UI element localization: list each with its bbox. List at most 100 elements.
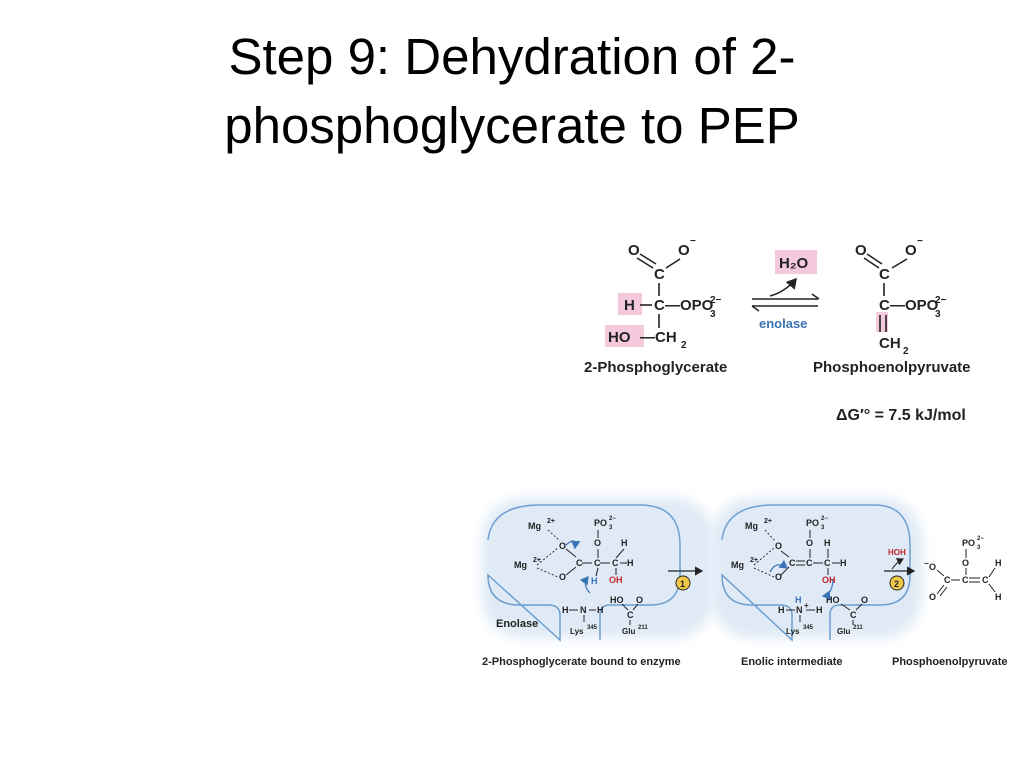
p2-lys: Lys: [786, 627, 800, 636]
p1-coordination: [536, 529, 561, 578]
p1-po3-sub: 3: [609, 525, 613, 531]
p2-o-lower: O: [775, 572, 782, 582]
water-highlight: [775, 250, 817, 274]
slide-title-line-1: Step 9: Dehydration of 2-: [228, 28, 796, 85]
product-minus: −: [917, 236, 923, 247]
reactant-opo3-sub: 3: [710, 309, 716, 320]
reactant-atom-ho: HO: [608, 329, 631, 346]
p1-glu: Glu: [622, 627, 635, 636]
enzyme-pocket-1: [487, 504, 681, 642]
water-label: H₂O: [779, 255, 808, 272]
product-opo3-sub: 3: [935, 309, 941, 320]
p2-mg-top: Mg: [745, 521, 758, 531]
p2-po3-sup: 2−: [821, 516, 828, 522]
reactant-minus: −: [690, 236, 696, 247]
p1-o-upper: O: [559, 541, 566, 551]
product-name: Phosphoenolpyruvate: [813, 359, 971, 376]
p3-o-bridge: O: [962, 558, 969, 568]
p1-lys-num: 345: [587, 625, 598, 631]
p3-o-carboxylate: O: [929, 562, 936, 572]
panel1-structure: Mg 2+ Mg 2+ PO 3 2− O H O C C C H O H OH…: [514, 516, 648, 636]
p1-glu-c: C: [627, 610, 634, 620]
p1-lys-h-left: H: [562, 605, 569, 615]
enzyme-label: enolase: [759, 316, 807, 331]
p2-lys-n: N: [796, 605, 803, 615]
panel3-caption: Phosphoenolpyruvate: [892, 656, 1008, 668]
step2-number: 2: [894, 579, 899, 589]
p3-po3: PO: [962, 538, 975, 548]
panel2-glow: [712, 498, 922, 638]
p1-lys: Lys: [570, 627, 584, 636]
p1-po3: PO: [594, 518, 607, 528]
p3-c3: C: [982, 575, 989, 585]
product-opo3: —OPO: [890, 297, 939, 314]
p1-mg-bottom-charge: 2+: [533, 557, 541, 564]
reactant-bonds: [636, 253, 681, 328]
p3-h-bottom: H: [995, 592, 1002, 602]
slide-title-line-2: phosphoglycerate to PEP: [224, 97, 800, 154]
p1-mg-bottom: Mg: [514, 560, 527, 570]
p2-mg-bottom-charge: 2+: [750, 557, 758, 564]
p2-glu: Glu: [837, 627, 850, 636]
h-highlight: [618, 293, 642, 315]
reactant-atom-h: H: [624, 297, 635, 314]
p2-glu-num: 211: [853, 625, 863, 631]
p1-lys-h-right: H: [597, 605, 604, 615]
ho-highlight: [605, 325, 644, 347]
p2-c3: C: [824, 558, 831, 568]
p1-h-right: H: [627, 558, 634, 568]
panel2-caption: Enolic intermediate: [741, 656, 842, 668]
reactant-ch2-sub: 2: [681, 340, 687, 351]
p2-o-bridge: O: [806, 538, 813, 548]
p1-glu-num: 211: [638, 625, 648, 631]
reactant-opo3-sup: 2−: [710, 295, 722, 306]
product-bonds: [863, 253, 908, 332]
step2-badge: [889, 575, 905, 591]
p2-lys-num: 345: [803, 625, 814, 631]
enzyme-pocket-2: [721, 504, 911, 642]
reactant-atom-c1: C: [654, 266, 665, 283]
p3-h-top: H: [995, 558, 1002, 568]
p3-o-carbonyl: O: [929, 592, 936, 602]
reactant-structure: O O − C H C —OPO 3 2− HO —CH 2 2-Phospho…: [584, 236, 727, 376]
p1-glu-ho: HO: [610, 595, 624, 605]
panel3-structure: PO 3 2− O − O C C C H H O: [924, 536, 1002, 602]
p1-mg-top: Mg: [528, 521, 541, 531]
p2-c1: C: [789, 558, 796, 568]
p1-c1: C: [576, 558, 583, 568]
p3-minus: −: [924, 559, 929, 568]
p2-lys-h-right: H: [816, 605, 823, 615]
p1-c2: C: [594, 558, 601, 568]
enolase-label: Enolase: [496, 618, 538, 630]
p1-bonds: [565, 530, 639, 625]
reactant-atom-o1: O: [628, 242, 640, 259]
mechanism-panel: Enolase Mg 2+ Mg 2+ PO 3 2− O H O C C C …: [482, 498, 1008, 668]
panel2-structure: Mg 2+ Mg 2+ PO 3 2− O H O C C C H O OH H…: [731, 516, 868, 636]
reactant-ch2: —CH: [640, 329, 677, 346]
reactant-name: 2-Phosphoglycerate: [584, 359, 727, 376]
double-bond-highlight: [876, 312, 888, 332]
product-ch2: CH: [879, 335, 901, 352]
product-structure: O O − C C —OPO 3 2− CH 2 Phosphoenolpyru…: [813, 236, 971, 376]
product-atom-o1: O: [855, 242, 867, 259]
product-ch2-sub: 2: [903, 346, 909, 357]
p1-glu-o: O: [636, 595, 643, 605]
p2-po3-sub: 3: [821, 525, 825, 531]
p2-h-top: H: [824, 538, 831, 548]
reaction-scheme: O O − C H C —OPO 3 2− HO —CH 2 2-Phospho…: [584, 236, 971, 424]
p1-lys-n: N: [580, 605, 587, 615]
p1-oh: OH: [609, 575, 623, 585]
product-atom-o2: O: [905, 242, 917, 259]
p3-c2: C: [962, 575, 969, 585]
product-atom-c1: C: [879, 266, 890, 283]
p1-o-lower: O: [559, 572, 566, 582]
p2-bonds: [780, 530, 863, 625]
reactant-atom-o2: O: [678, 242, 690, 259]
p3-po3-sup: 2−: [977, 536, 984, 542]
panel1-caption: 2-Phosphoglycerate bound to enzyme: [482, 656, 681, 668]
p2-glu-c: C: [850, 610, 857, 620]
p1-h-top: H: [621, 538, 628, 548]
p2-lys-h-blue: H: [795, 595, 802, 605]
p2-mg-bottom: Mg: [731, 560, 744, 570]
reaction-arrow: H₂O enolase: [751, 250, 820, 331]
